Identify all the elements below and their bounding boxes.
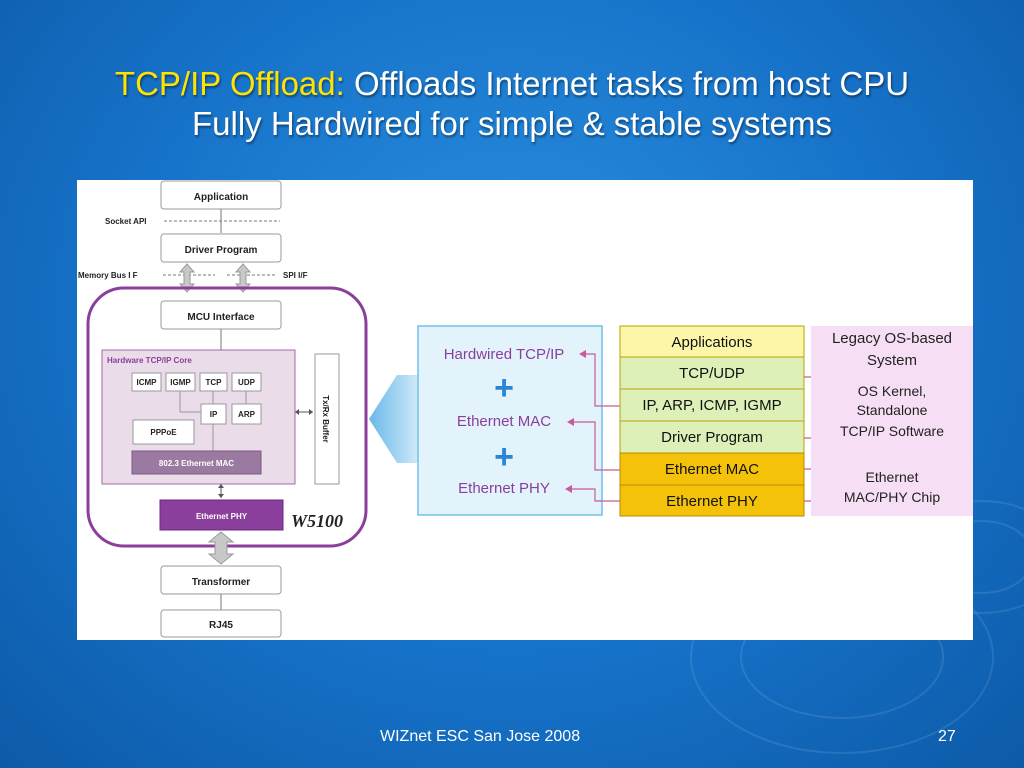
legacy-title-line2: System <box>867 352 917 369</box>
pppoe-box <box>132 419 195 445</box>
legacy-os-line2: Standalone <box>857 402 928 418</box>
connector-phy <box>569 488 620 502</box>
stack-label: TCP/UDP <box>679 365 745 382</box>
stack-label: IP, ARP, ICMP, IGMP <box>642 397 781 414</box>
udp-label: UDP <box>238 378 256 387</box>
arp-label: ARP <box>238 410 256 419</box>
application-label: Application <box>194 192 248 203</box>
arrowhead-icon <box>565 485 572 493</box>
legacy-background <box>811 326 973 516</box>
igmp-label: IGMP <box>170 378 191 387</box>
ethernet-mac-label: 802.3 Ethernet MAC <box>159 459 234 468</box>
pppoe-label: PPPoE <box>150 428 177 437</box>
socket-api-label: Socket API <box>105 217 147 226</box>
bus-arrow-icon <box>178 263 196 293</box>
slide-subtitle: Fully Hardwired for simple & stable syst… <box>191 105 833 142</box>
legacy-stack: Applications TCP/UDP IP, ARP, ICMP, IGMP… <box>619 325 805 517</box>
buffer-label: Tx/Rx Buffer <box>321 395 330 443</box>
arrowhead-icon <box>567 418 574 426</box>
stack-layer-applications <box>619 325 805 358</box>
arp-box <box>231 403 262 425</box>
mapping-connectors <box>569 353 620 502</box>
ip-label: IP <box>210 410 218 419</box>
icmp-label: ICMP <box>137 378 158 387</box>
hardware-core-title: Hardware TCP/IP Core <box>107 356 192 365</box>
diagram-panel: Application Socket API Driver Program Me… <box>77 180 973 640</box>
legacy-chip-line2: MAC/PHY Chip <box>844 489 940 505</box>
driver-program-label: Driver Program <box>185 245 258 256</box>
transformer-label: Transformer <box>192 577 250 588</box>
ethernet-mac-box <box>131 450 262 475</box>
driver-program-box <box>160 233 282 263</box>
stack-layer-ip <box>619 388 805 422</box>
double-arrow-icon <box>218 484 224 498</box>
spi-label: SPI I/F <box>283 271 308 280</box>
slide-title: TCP/IP Offload: Offloads Internet tasks … <box>0 64 1024 144</box>
plus-icon: + <box>494 369 514 407</box>
stack-layer-ethernet-phy <box>619 484 805 517</box>
mapping-arrowheads <box>565 350 586 493</box>
chip-name-label: W5100 <box>291 511 343 531</box>
stack-label: Driver Program <box>661 429 763 446</box>
hardwired-tcpip-label: Hardwired TCP/IP <box>444 346 565 363</box>
plus-icon: + <box>494 438 514 476</box>
tcp-label: TCP <box>206 378 223 387</box>
stack-label: Ethernet MAC <box>665 461 759 478</box>
legacy-title-line1: Legacy OS-based <box>832 330 952 347</box>
bus-arrow-icon <box>234 263 252 293</box>
legacy-os-line1: OS Kernel, <box>858 383 926 399</box>
stack-layer-driver <box>619 420 805 454</box>
legacy-os-line3: TCP/IP Software <box>840 423 944 439</box>
phy-transformer-arrow-icon <box>207 531 235 565</box>
ethernet-phy-label: Ethernet PHY <box>196 512 248 521</box>
title-rest: Offloads Internet tasks from host CPU <box>344 65 910 102</box>
stack-label: Ethernet PHY <box>666 493 758 510</box>
rj45-label: RJ45 <box>209 620 233 631</box>
arrowhead-icon <box>579 350 586 358</box>
big-left-arrow-icon <box>369 375 418 463</box>
double-arrow-icon <box>295 409 313 415</box>
legacy-panel: Legacy OS-based System OS Kernel, Standa… <box>811 326 973 516</box>
hardwired-block: Hardwired TCP/IP + Ethernet MAC + Ethern… <box>417 325 603 516</box>
hardwired-mac-label: Ethernet MAC <box>457 413 551 430</box>
icmp-box <box>131 372 162 392</box>
footer-text: WIZnet ESC San Jose 2008 <box>380 728 581 745</box>
w5100-architecture: Application Socket API Driver Program Me… <box>78 180 368 638</box>
memory-bus-label: Memory Bus I F <box>78 271 138 280</box>
connector-mac <box>571 421 620 471</box>
stack-label: Applications <box>672 334 753 351</box>
architecture-diagram: Application Socket API Driver Program Me… <box>78 180 973 638</box>
stack-layer-tcp-udp <box>619 356 805 390</box>
page-number: 27 <box>938 728 956 745</box>
connector-tcpip <box>583 353 620 407</box>
buffer-box <box>314 353 340 485</box>
rj45-box <box>160 609 282 638</box>
legacy-chip-line1: Ethernet <box>866 469 919 485</box>
hardwired-phy-label: Ethernet PHY <box>458 480 550 497</box>
ethernet-phy-box <box>159 499 284 531</box>
mcu-interface-label: MCU Interface <box>187 312 255 323</box>
title-highlight: TCP/IP Offload: <box>114 65 345 102</box>
